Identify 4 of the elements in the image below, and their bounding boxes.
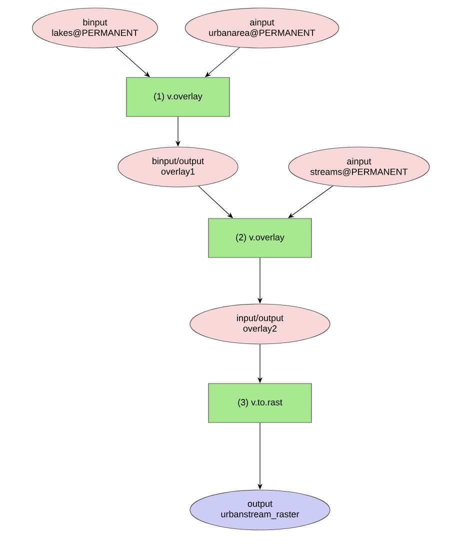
process-box: (1) v.overlay bbox=[126, 77, 230, 117]
process-box: (2) v.overlay bbox=[208, 218, 312, 258]
arrow bbox=[288, 186, 334, 218]
process-box: (3) v.to.rast bbox=[208, 383, 312, 423]
